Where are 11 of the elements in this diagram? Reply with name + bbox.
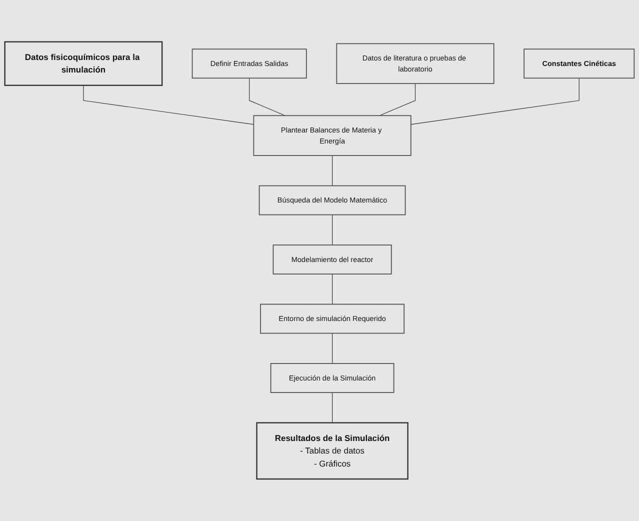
connector <box>410 78 580 125</box>
connector <box>332 214 333 246</box>
connector <box>332 333 333 364</box>
node-box: Datos fisicoquímicos para la simulación <box>4 41 163 86</box>
connector <box>83 85 254 125</box>
node-box: Resultados de la Simulación - Tablas de datos - Gráficos <box>256 422 408 480</box>
connector <box>249 78 286 116</box>
connector <box>332 274 333 305</box>
connector <box>332 392 333 424</box>
connector <box>332 155 333 186</box>
connector <box>379 83 416 116</box>
